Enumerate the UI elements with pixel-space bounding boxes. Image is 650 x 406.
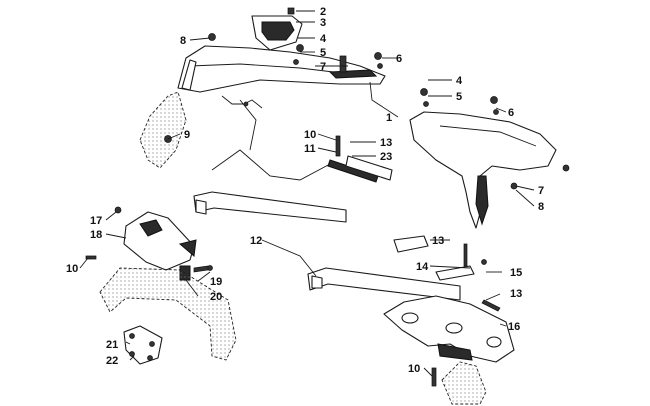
callout-10-left: 10: [66, 263, 78, 275]
callout-15: 15: [510, 267, 522, 279]
callout-16: 16: [508, 321, 520, 333]
callout-1: 1: [386, 112, 392, 124]
callout-4-top: 4: [320, 33, 327, 45]
callout-4-right: 4: [456, 75, 463, 87]
callout-12: 12: [250, 235, 262, 247]
base-bracket: [383, 295, 515, 363]
lower-left-frame: [99, 267, 237, 361]
callout-13-middle: 13: [432, 235, 444, 247]
callout-13-lower: 13: [510, 288, 522, 300]
callout-5-top: 5: [320, 47, 326, 59]
wire-clip: [243, 101, 249, 107]
callout-8-top: 8: [180, 35, 186, 47]
callout-21: 21: [106, 339, 118, 351]
mounting-plate: [123, 325, 163, 365]
vent-part: [251, 15, 303, 51]
callout-labels: 2 3 8 4 5 6 7 1 9 4 5 6 10 11 13 23 7 8 …: [66, 6, 544, 375]
callout-13-upper: 13: [380, 137, 392, 149]
callout-23: 23: [380, 151, 392, 163]
leader-lines: [79, 10, 535, 377]
callout-10-upper: 10: [304, 129, 316, 141]
callout-7-right: 7: [538, 185, 544, 197]
callout-6-right: 6: [508, 107, 514, 119]
callout-2: 2: [320, 6, 326, 18]
callout-20: 20: [210, 291, 222, 303]
top-console-panel: [177, 45, 386, 93]
left-frame-section: [139, 91, 187, 169]
callout-17: 17: [90, 215, 102, 227]
callout-6-top: 6: [396, 53, 402, 65]
upper-rail: [193, 191, 347, 223]
callout-22: 22: [106, 355, 118, 367]
hardware-fasteners: [85, 7, 570, 387]
callout-8-right: 8: [538, 201, 544, 213]
side-cover-panel: [409, 111, 557, 229]
lower-rail: [307, 267, 461, 301]
callout-5-right: 5: [456, 91, 462, 103]
callout-19: 19: [210, 276, 222, 288]
callout-7-top: 7: [320, 61, 326, 73]
callout-14: 14: [416, 261, 429, 273]
callout-3: 3: [320, 17, 326, 29]
callout-10-lower: 10: [408, 363, 420, 375]
callout-9: 9: [184, 129, 190, 141]
lower-right-frame: [441, 361, 487, 405]
rail-bracket: [393, 235, 429, 253]
strip-23: [345, 155, 393, 181]
callout-11: 11: [304, 143, 316, 155]
bracket-14: [435, 265, 475, 281]
callout-18: 18: [90, 229, 102, 241]
